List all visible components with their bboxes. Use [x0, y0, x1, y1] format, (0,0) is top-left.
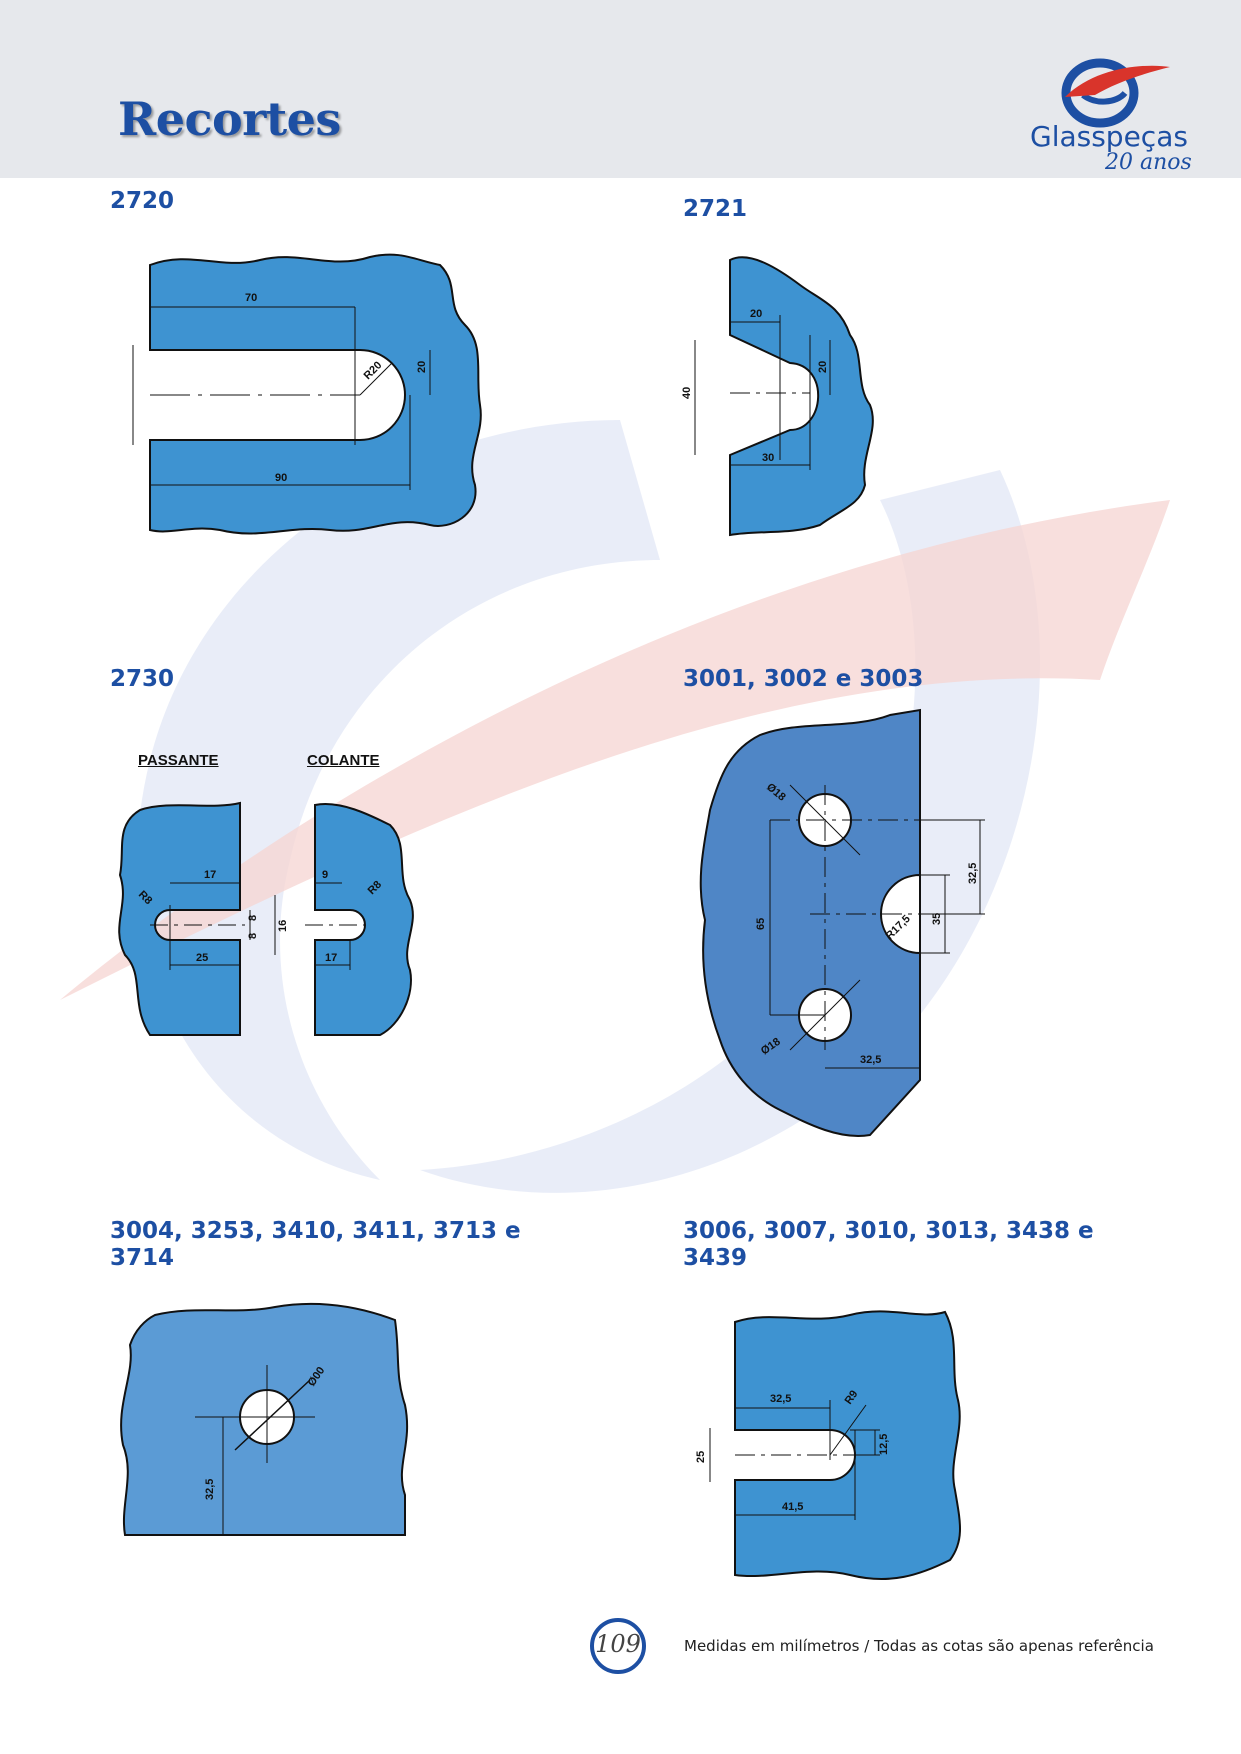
logo-name: Glasspeças [1030, 120, 1188, 153]
dim-2730-2: 25 [196, 952, 208, 964]
drawing-3001: Ø18 65 R17,5 35 32,5 Ø18 32,5 [699, 708, 985, 1137]
dim-3006-3: 25 [695, 1451, 707, 1463]
label-colante: COLANTE [307, 752, 380, 769]
section-code-2720: 2720 [110, 188, 175, 214]
section-code-3006: 3006, 3007, 3010, 3013, 3438 e 3439 [683, 1218, 1094, 1271]
dim-3004-1: 32,5 [204, 1479, 216, 1500]
dim-3006-0: 32,5 [770, 1393, 791, 1405]
drawing-3006: 32,5 R9 12,5 25 41,5 [695, 1310, 961, 1581]
logo-years: 20 anos [1105, 150, 1192, 175]
dim-3006-2: 12,5 [878, 1434, 890, 1455]
section-code-3001: 3001, 3002 e 3003 [683, 666, 924, 692]
drawing-3004: Ø00 32,5 [120, 1302, 409, 1536]
page-number-circle [590, 1618, 646, 1674]
drawing-2721: 20 40 20 30 [681, 256, 874, 537]
dim-2720-0: 70 [245, 292, 257, 304]
section-code-2721: 2721 [683, 196, 748, 222]
page-number: 109 [595, 1630, 641, 1658]
dim-2721-1: 40 [681, 387, 693, 399]
dim-2721-2: 20 [817, 361, 829, 373]
dim-3001-1: 65 [755, 918, 767, 930]
dim-2730-4: 8 [247, 933, 259, 939]
dim-2720-2: R20 [362, 359, 385, 382]
dim-2730-5: 16 [277, 920, 289, 932]
brand-logo-icon [1061, 58, 1170, 128]
page-title: Recortes [118, 92, 341, 146]
drawing-2720: 70 40 R20 20 90 [132, 253, 482, 535]
dim-2721-0: 20 [750, 308, 762, 320]
section-code-3004: 3004, 3253, 3410, 3411, 3713 e 3714 [110, 1218, 521, 1271]
dim-2730-0: 17 [204, 869, 216, 881]
dim-3001-3: 35 [931, 913, 943, 925]
footer-note: Medidas em milímetros / Todas as cotas s… [684, 1637, 1154, 1655]
dim-2720-3: 20 [416, 361, 428, 373]
dim-2730-6: 9 [322, 869, 328, 881]
dim-3001-6: 32,5 [860, 1054, 881, 1066]
drawing-2730: 17 R8 25 8 8 16 9 R8 17 [118, 801, 414, 1036]
section-code-2730: 2730 [110, 666, 175, 692]
dim-2721-3: 30 [762, 452, 774, 464]
dim-2720-4: 90 [275, 472, 287, 484]
dim-3001-4: 32,5 [967, 863, 979, 884]
dim-2730-8: 17 [325, 952, 337, 964]
header-band [0, 0, 1241, 178]
dim-3006-4: 41,5 [782, 1501, 803, 1513]
dim-2730-3: 8 [247, 915, 259, 921]
label-passante: PASSANTE [138, 752, 219, 769]
